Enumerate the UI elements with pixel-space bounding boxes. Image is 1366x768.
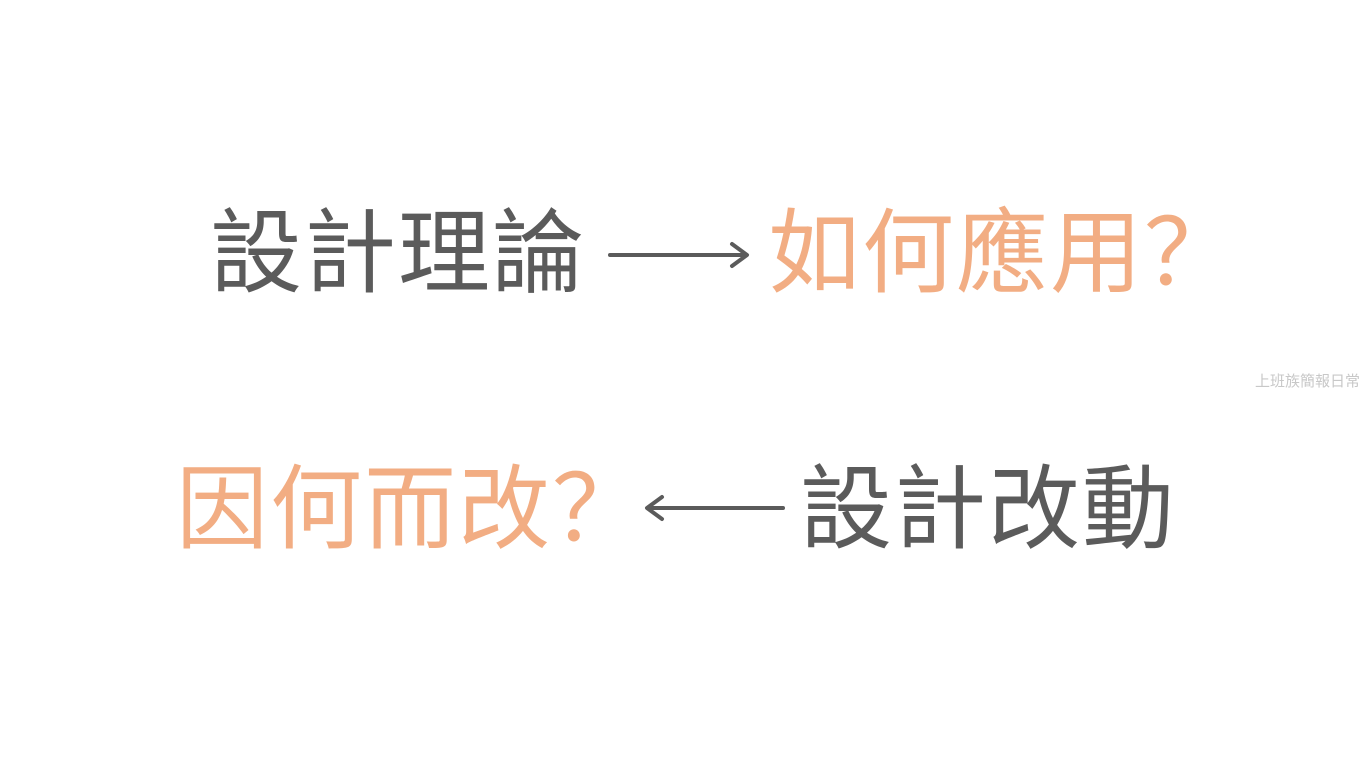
design-change-text: 設計改動 bbox=[800, 456, 1177, 563]
watermark-text: 上班族簡報日常 bbox=[1254, 372, 1360, 390]
why-change-text: 因何而改？ bbox=[176, 456, 647, 563]
left-arrow-icon bbox=[645, 495, 785, 521]
design-theory-text: 設計理論 bbox=[210, 200, 587, 307]
right-arrow-icon bbox=[608, 242, 749, 268]
how-to-apply-text: 如何應用？ bbox=[768, 200, 1239, 307]
